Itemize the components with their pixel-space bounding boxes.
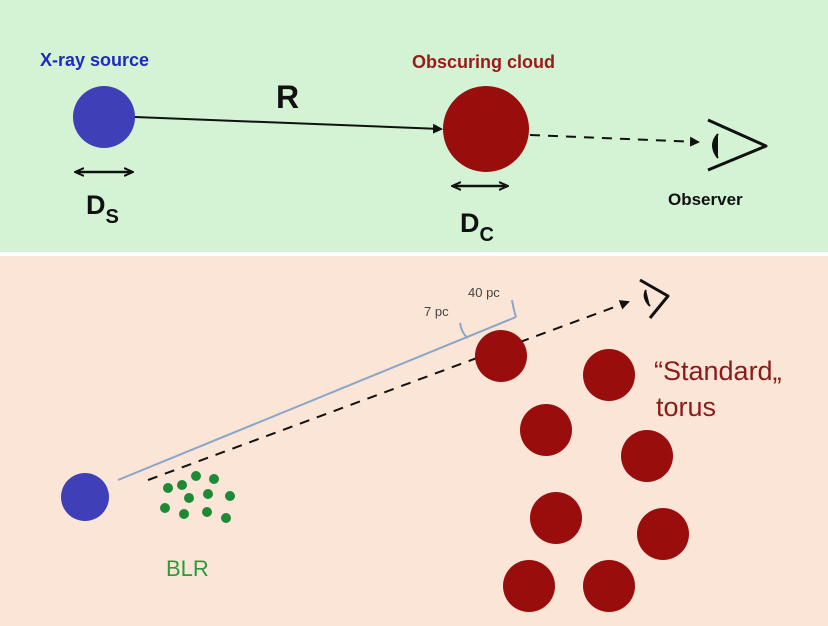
- scale-tick-outer: [511, 299, 517, 318]
- observer-eye-icon-top: [707, 118, 768, 172]
- blr-dot: [184, 493, 194, 503]
- distance-arrow: [134, 116, 443, 134]
- torus-cloud: [621, 430, 673, 482]
- blr-dot: [225, 491, 235, 501]
- torus-cloud: [530, 492, 582, 544]
- blr-dot: [163, 483, 173, 493]
- line-of-sight-bottom: [147, 300, 630, 481]
- torus-cloud: [503, 560, 555, 612]
- blr-label: BLR: [166, 556, 209, 581]
- blr-dot: [203, 489, 213, 499]
- distance-label: R: [276, 79, 299, 115]
- torus-cloud: [520, 404, 572, 456]
- obscuring-cloud: [443, 86, 529, 172]
- blr-dot: [221, 513, 231, 523]
- cloud-label: Obscuring cloud: [412, 52, 555, 72]
- top-panel: [0, 0, 828, 252]
- torus-cloud: [583, 560, 635, 612]
- torus-cloud: [637, 508, 689, 560]
- torus-clouds: [475, 330, 689, 612]
- scale-outer-label: 40 pc: [468, 285, 500, 300]
- xray-source-bottom: [61, 473, 109, 521]
- observer-label: Observer: [668, 190, 743, 209]
- blr-dot: [191, 471, 201, 481]
- blr-dot: [209, 474, 219, 484]
- xray-source-top: [73, 86, 135, 148]
- cloud-size-label: DC: [460, 208, 494, 246]
- blr-dot: [177, 480, 187, 490]
- torus-cloud: [475, 330, 527, 382]
- panel-divider: [0, 252, 828, 256]
- source-label: X-ray source: [40, 50, 149, 70]
- blr-dot: [179, 509, 189, 519]
- blr-dot: [202, 507, 212, 517]
- bottom-panel: [0, 256, 828, 626]
- observer-eye-icon-bottom: [639, 278, 670, 319]
- scale-tick-inner: [459, 322, 469, 339]
- torus-cloud: [583, 349, 635, 401]
- torus-label-line1: “Standard„: [654, 356, 782, 386]
- scale-inner-label: 7 pc: [424, 304, 449, 319]
- scale-line: [117, 316, 517, 481]
- blr-dot: [160, 503, 170, 513]
- source-size-label: DS: [86, 190, 119, 228]
- blr-clouds: [160, 471, 235, 523]
- torus-label-line2: torus: [656, 392, 716, 422]
